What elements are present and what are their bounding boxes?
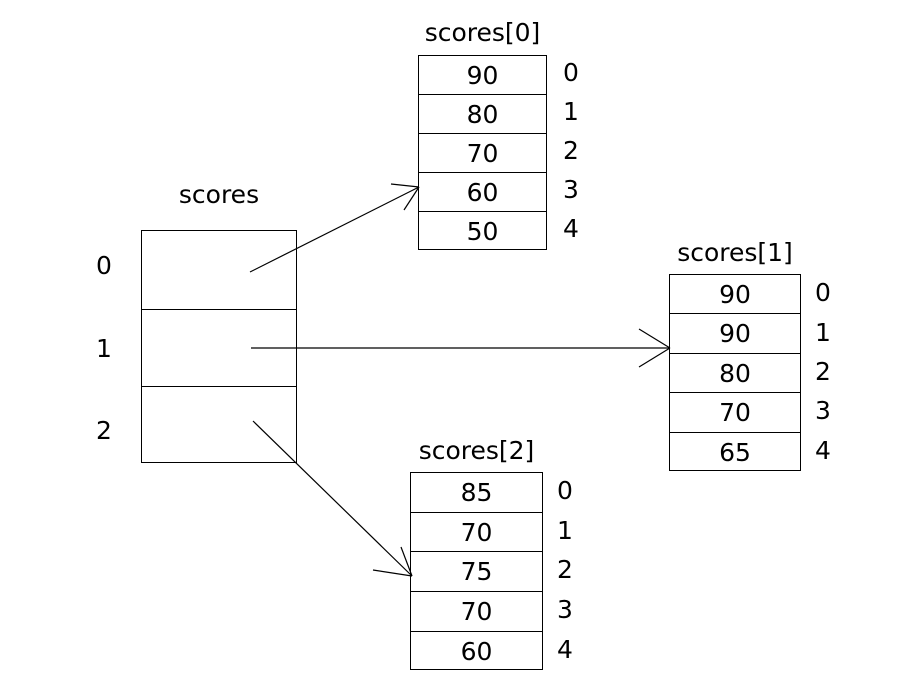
sub-array-2-title: scores[2] xyxy=(418,436,535,465)
sub-array-1-box: 90 90 80 70 65 xyxy=(669,274,801,471)
sub-array-1-cell-1[interactable]: 90 xyxy=(670,314,800,354)
sub-array-0-index-4: 4 xyxy=(563,214,579,243)
sub-array-0-cell-0[interactable]: 90 xyxy=(419,56,546,95)
pointer-cell-2[interactable] xyxy=(142,387,296,464)
pointer-index-0: 0 xyxy=(96,251,112,280)
sub-array-1-index-1: 1 xyxy=(815,318,831,347)
sub-array-2-index-1: 1 xyxy=(557,516,573,545)
sub-array-1-cell-3[interactable]: 70 xyxy=(670,393,800,433)
sub-array-1-title: scores[1] xyxy=(677,238,793,267)
sub-array-1-index-3: 3 xyxy=(815,396,831,425)
sub-array-2-cell-2[interactable]: 75 xyxy=(411,552,542,592)
sub-array-0-cell-1[interactable]: 80 xyxy=(419,95,546,134)
sub-array-0-cell-2[interactable]: 70 xyxy=(419,134,546,173)
sub-array-0-title: scores[0] xyxy=(424,18,541,47)
sub-array-1-cell-0[interactable]: 90 xyxy=(670,275,800,314)
sub-array-2-index-0: 0 xyxy=(557,476,573,505)
sub-array-2-cell-1[interactable]: 70 xyxy=(411,513,542,552)
pointer-index-2: 2 xyxy=(96,416,112,445)
pointer-cell-0[interactable] xyxy=(142,231,296,310)
arrow-pointer1-to-scores1 xyxy=(251,328,671,368)
sub-array-0-index-2: 2 xyxy=(563,136,579,165)
sub-array-0-cell-3[interactable]: 60 xyxy=(419,173,546,212)
sub-array-2-index-4: 4 xyxy=(557,635,573,664)
pointer-array-box xyxy=(141,230,297,463)
sub-array-0-index-3: 3 xyxy=(563,175,579,204)
sub-array-2-cell-3[interactable]: 70 xyxy=(411,592,542,632)
pointer-index-1: 1 xyxy=(96,334,112,363)
sub-array-0-index-1: 1 xyxy=(563,97,579,126)
sub-array-2-index-3: 3 xyxy=(557,595,573,624)
pointer-cell-1[interactable] xyxy=(142,310,296,387)
sub-array-0-cell-4[interactable]: 50 xyxy=(466,217,499,246)
sub-array-1-index-2: 2 xyxy=(815,357,831,386)
sub-array-2-box: 85 70 75 70 60 xyxy=(410,472,543,670)
sub-array-0-index-0: 0 xyxy=(563,58,579,87)
sub-array-2-cell-4[interactable]: 60 xyxy=(460,637,493,666)
sub-array-2-cell-0[interactable]: 85 xyxy=(411,473,542,513)
pointer-array-title: scores xyxy=(178,180,260,209)
sub-array-1-index-4: 4 xyxy=(815,436,831,465)
sub-array-2-index-2: 2 xyxy=(557,555,573,584)
sub-array-0-box: 90 80 70 60 50 xyxy=(418,55,547,250)
sub-array-1-index-0: 0 xyxy=(815,278,831,307)
sub-array-1-cell-4[interactable]: 65 xyxy=(719,438,751,467)
sub-array-1-cell-2[interactable]: 80 xyxy=(670,354,800,393)
